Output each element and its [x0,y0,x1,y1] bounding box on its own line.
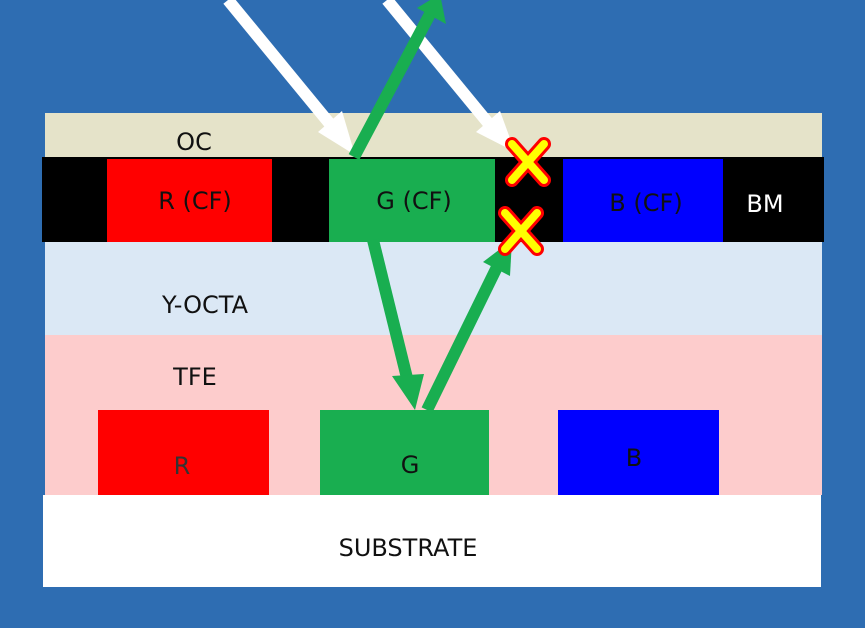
incident-light-ray-right [382,0,494,128]
y-octa-layer [45,242,822,335]
red-subpixel-label: R [173,452,191,480]
oc-layer [45,113,822,159]
oc-label: OC [176,128,212,156]
substrate-layer [43,495,821,587]
y-octa-label: Y-OCTA [161,291,249,319]
green-color-filter-label: G (CF) [376,187,452,215]
substrate-label: SUBSTRATE [338,534,478,562]
black-matrix-label: BM [746,190,784,218]
green-subpixel [320,410,489,497]
green-subpixel-label: G [400,451,420,479]
blue-subpixel-label: B [625,444,643,472]
red-color-filter-label: R (CF) [158,187,232,215]
emitted-light-arrowhead-out [417,0,446,24]
blue-subpixel [558,410,719,497]
incident-light-ray-left [223,0,335,128]
tfe-label: TFE [173,363,217,391]
blue-color-filter [563,159,723,242]
blue-color-filter-label: B (CF) [609,189,683,217]
green-color-filter [329,159,495,242]
red-color-filter [107,159,272,242]
red-subpixel [98,410,269,495]
